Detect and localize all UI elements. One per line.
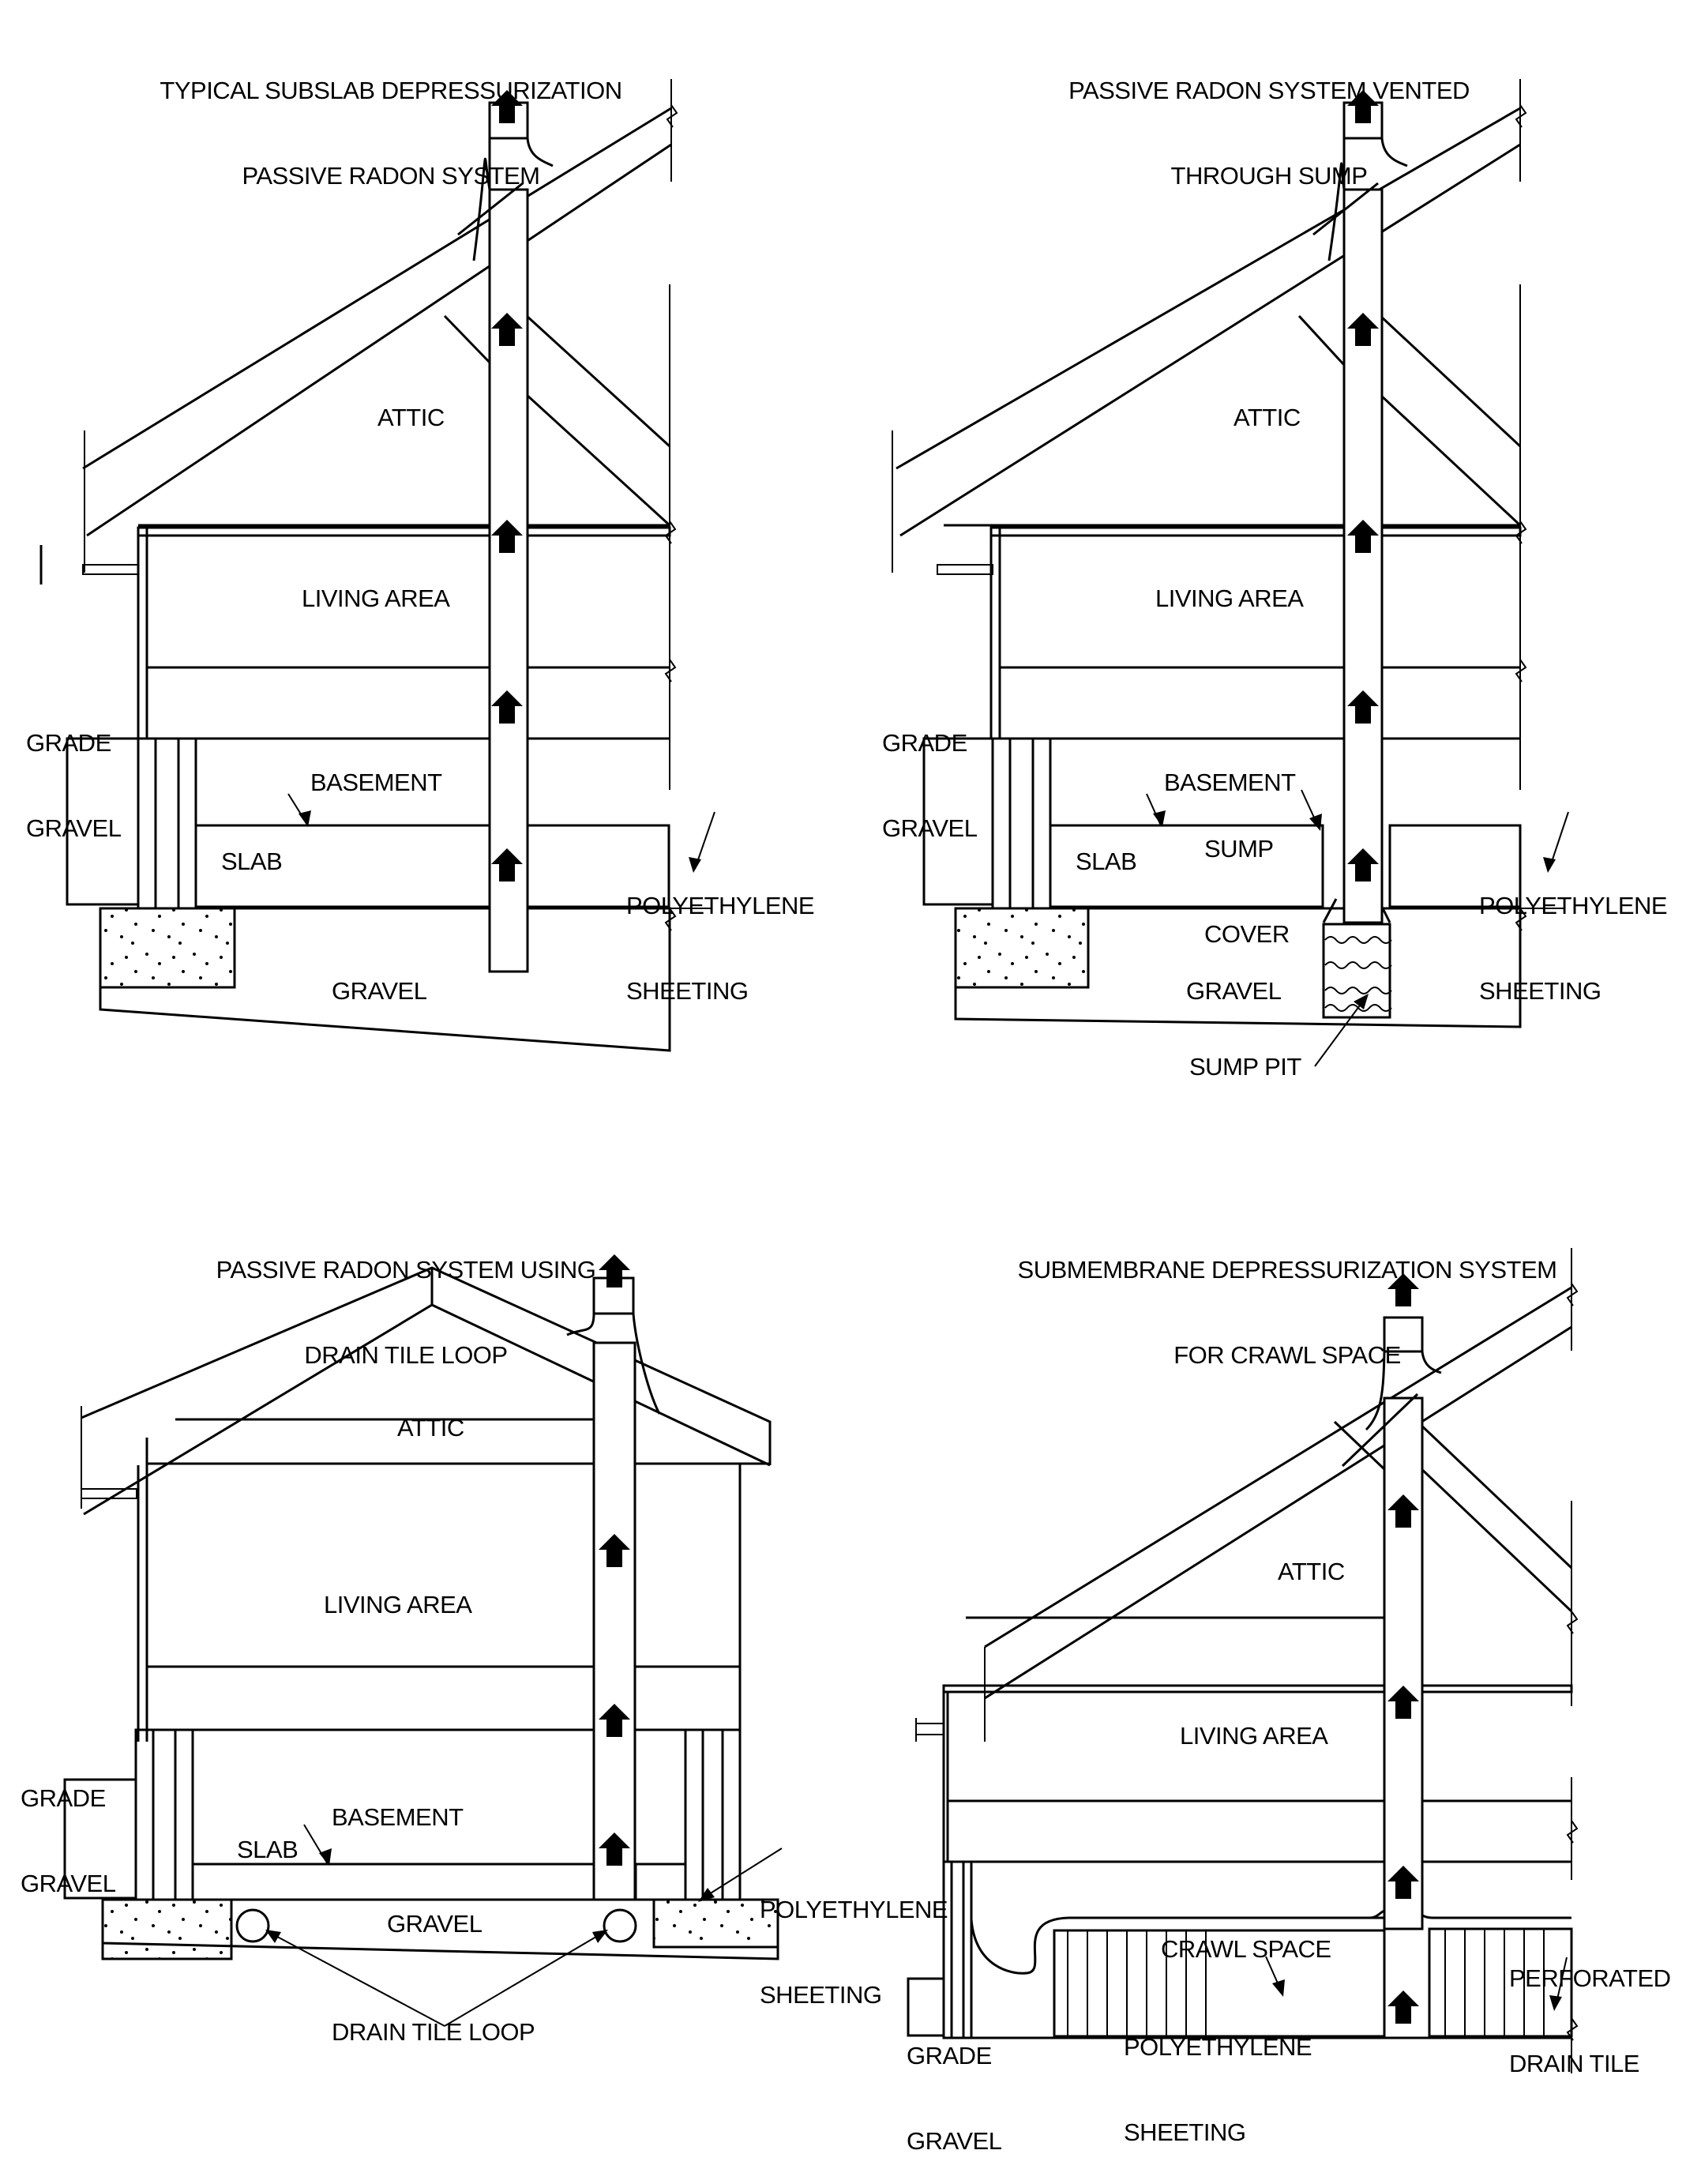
panel-3-title-line-2: DRAIN TILE LOOP [304,1341,508,1369]
panel-3-title-line-1: PASSIVE RADON SYSTEM USING [216,1256,596,1284]
panel-4-title: SUBMEMBRANE DEPRESSURIZATION SYSTEM FOR … [1018,1199,1557,1398]
panel-1-title-line-1: TYPICAL SUBSLAB DEPRESSURIZATION [160,77,622,104]
panel-1-title-line-2: PASSIVE RADON SYSTEM [242,162,540,190]
panel-2-slab-label: SLAB [1076,848,1137,875]
panel-4-title-line-1: SUBMEMBRANE DEPRESSURIZATION SYSTEM [1017,1256,1557,1284]
panel-2-polyethylene-label: POLYETHYLENE SHEETING [1479,892,1668,1005]
panel-2-title-line-2: THROUGH SUMP [1170,162,1368,190]
panel-1-attic-label: ATTIC [377,404,445,431]
panel-3-attic-label: ATTIC [397,1414,464,1442]
panel-2-sump-pit-label: SUMP PIT [1189,1053,1301,1081]
panel-4-polyethylene-label: POLYETHYLENE SHEETING [1124,2033,1312,2146]
panel-2-basement-label: BASEMENT [1164,769,1296,796]
panel-1-grade-gravel-label: GRADE GRAVEL [26,729,122,842]
panel-drain-tile-diagram [63,1254,783,2027]
panel-2-grade-gravel-label: GRADE GRAVEL [882,729,978,842]
panel-4-attic-label: ATTIC [1278,1558,1345,1585]
panel-crawl-space-diagram [907,1248,1579,2073]
panel-2-attic-label: ATTIC [1234,404,1301,431]
drain-tile-strip [1053,1927,1573,2038]
panel-1-slab-label: SLAB [221,848,283,875]
panel-3-drain-tile-loop-label: DRAIN TILE LOOP [332,2018,535,2046]
panel-sump-diagram [892,79,1569,1067]
panel-2-title: PASSIVE RADON SYSTEM VENTED THROUGH SUMP [1068,20,1470,219]
panel-3-polyethylene-label: POLYETHYLENE SHEETING [760,1896,948,2009]
panel-subslab-diagram [39,79,715,1052]
panel-3-slab-label: SLAB [237,1836,299,1863]
panel-3-gravel-label: GRAVEL [387,1910,483,1938]
panel-2-title-line-1: PASSIVE RADON SYSTEM VENTED [1068,77,1470,104]
panel-2-sump-cover-label: SUMP COVER [1204,835,1290,948]
panel-4-title-line-2: FOR CRAWL SPACE [1173,1341,1401,1369]
panel-4-perforated-label: PERFORATED DRAIN TILE [1509,1964,1671,2077]
panel-1-polyethylene-label: POLYETHYLENE SHEETING [626,892,815,1005]
panel-4-crawl-space-label: CRAWL SPACE [1161,1935,1331,1963]
panel-4-living-area-label: LIVING AREA [1180,1722,1328,1750]
panel-1-living-area-label: LIVING AREA [302,585,450,612]
panel-3-living-area-label: LIVING AREA [324,1591,472,1618]
panel-2-living-area-label: LIVING AREA [1155,585,1304,612]
panel-1-gravel-label: GRAVEL [332,977,427,1005]
panel-3-grade-gravel-label: GRADE GRAVEL [21,1784,116,1897]
panel-2-gravel-label: GRAVEL [1186,977,1282,1005]
panel-4-grade-gravel-label: GRADE GRAVEL [907,2042,1002,2155]
panel-3-title: PASSIVE RADON SYSTEM USING DRAIN TILE LO… [216,1199,596,1398]
panel-1-basement-label: BASEMENT [310,769,442,796]
panel-1-title: TYPICAL SUBSLAB DEPRESSURIZATION PASSIVE… [160,20,622,219]
panel-3-basement-label: BASEMENT [332,1803,464,1831]
